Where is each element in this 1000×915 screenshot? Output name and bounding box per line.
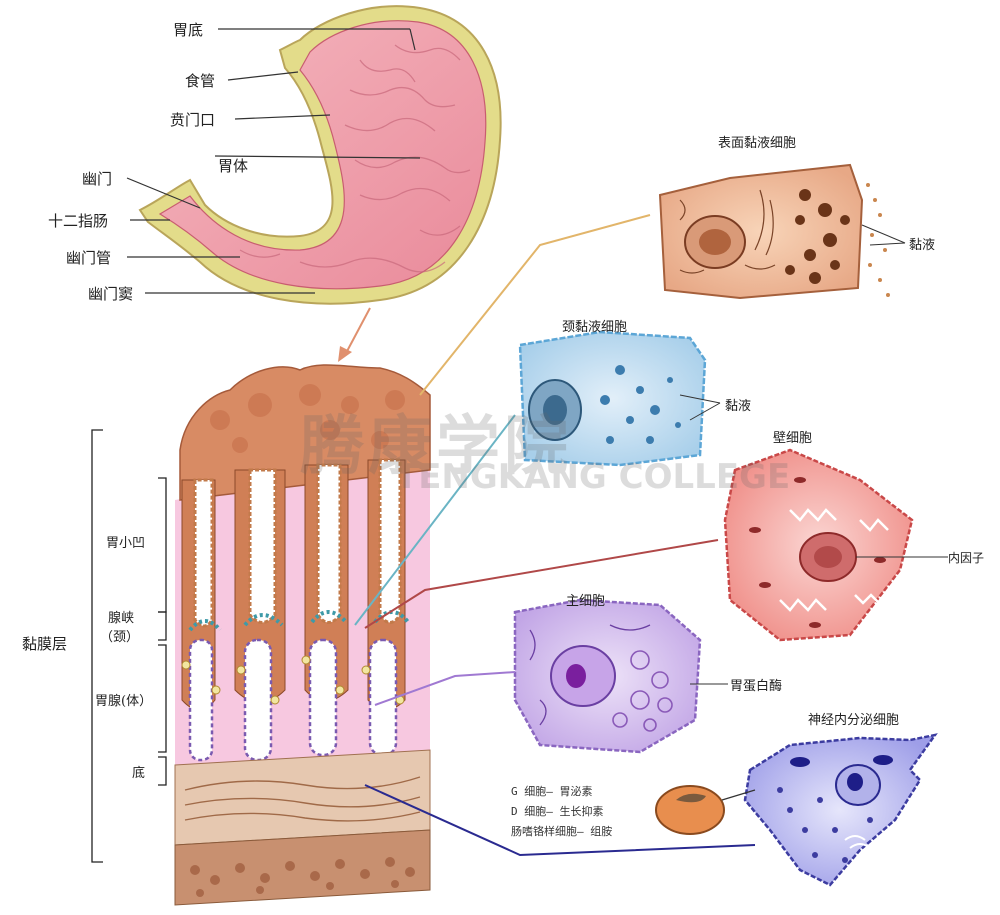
label-gastric-pits: 胃小凹: [106, 532, 145, 551]
label-pyloric-canal: 幽门管: [66, 247, 111, 268]
endocrine-notes: G 细胞— 胃泌素 D 细胞— 生长抑素 肠嗜铬样细胞— 组胺: [511, 782, 612, 842]
stomach-to-mucosa-arrow: [338, 308, 370, 362]
label-base: 底: [132, 762, 145, 781]
label-neuroendocrine-cell: 神经内分泌细胞: [808, 709, 899, 728]
label-fundus: 胃底: [173, 19, 203, 40]
surface-mucous-cell: [660, 165, 905, 298]
label-neck-mucous-cell: 颈黏液细胞: [562, 316, 627, 335]
label-neck: （颈）: [100, 626, 139, 645]
label-intrinsic-factor: 内因子: [948, 549, 984, 566]
label-pylorus: 幽门: [82, 168, 112, 189]
label-pyloric-antrum: 幽门窦: [88, 283, 133, 304]
label-cardia: 贲门口: [170, 109, 215, 130]
label-mucosa-layer: 黏膜层: [22, 633, 67, 654]
label-isthmus: 腺峡: [108, 607, 134, 626]
chief-cell: [515, 600, 728, 752]
label-body: 胃体: [218, 155, 248, 176]
mucosa-block: [175, 365, 430, 905]
note-d-cell: D 细胞— 生长抑素: [511, 802, 612, 822]
label-neck-mucus: 黏液: [725, 395, 751, 414]
note-g-cell: G 细胞— 胃泌素: [511, 782, 612, 802]
label-esophagus: 食管: [185, 70, 215, 91]
label-duodenum: 十二指肠: [48, 210, 108, 231]
neuroendocrine-cell: [745, 735, 935, 885]
note-ecl-cell: 肠嗜铬样细胞— 组胺: [511, 822, 612, 842]
label-chief-cell: 主细胞: [566, 590, 605, 609]
label-parietal-cell: 壁细胞: [773, 427, 812, 446]
label-surface-mucous-cell: 表面黏液细胞: [718, 132, 796, 151]
label-surface-mucus: 黏液: [909, 234, 935, 253]
label-gland-body: 胃腺(体）: [95, 690, 152, 709]
parietal-cell: [725, 450, 948, 640]
stomach: [140, 6, 501, 303]
secretory-granule-inset: [656, 786, 755, 834]
label-pepsin: 胃蛋白酶: [730, 675, 782, 694]
mucosa-brackets: [92, 430, 166, 862]
neck-mucous-cell: [520, 332, 720, 465]
